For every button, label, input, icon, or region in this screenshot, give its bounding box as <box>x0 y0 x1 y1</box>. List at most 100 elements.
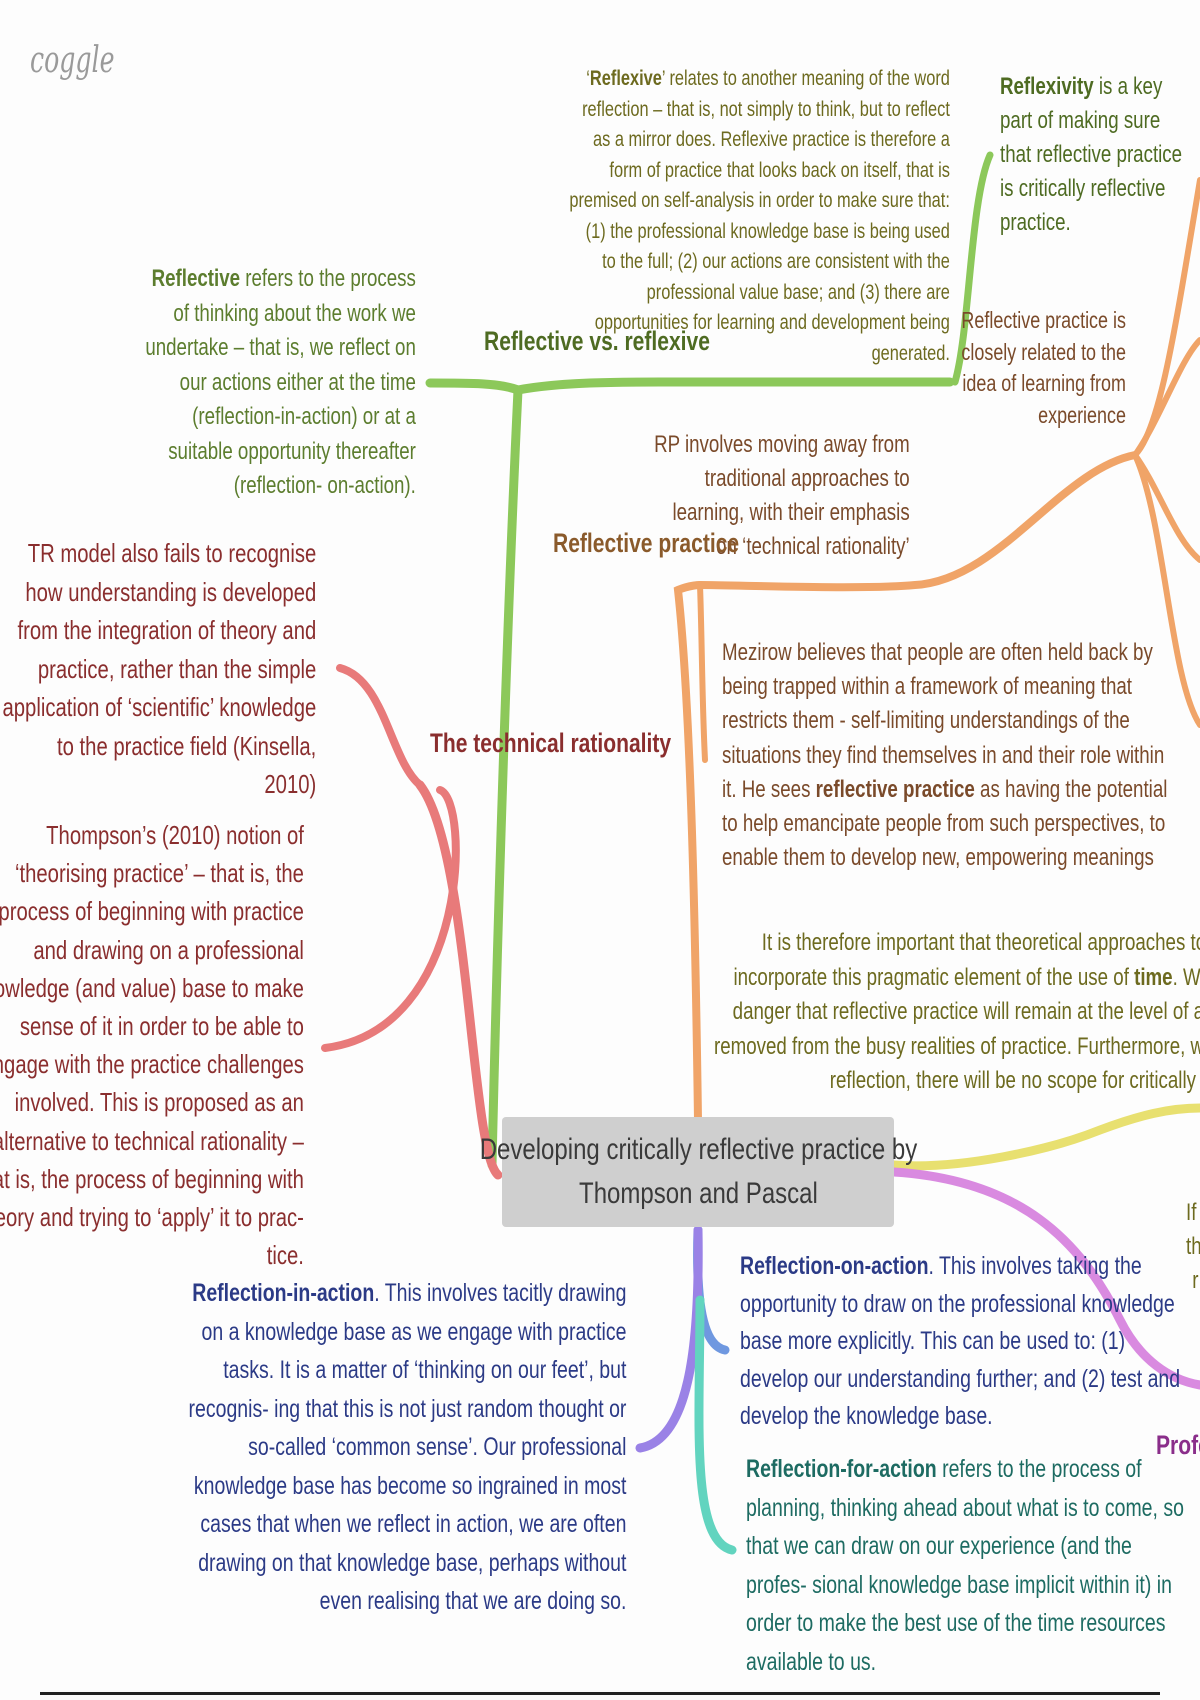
purple-branch <box>889 1167 1200 1390</box>
reflexivity-note[interactable]: Reflexivity is a key part of making sure… <box>1000 70 1182 240</box>
reflection-on-action-line: base more explicitly. This can be used t… <box>740 1327 1126 1355</box>
reflection-in-action-line: recognis- ing that this is not just rand… <box>188 1394 626 1423</box>
thompson-note-line: that is, the process of beginning with <box>0 1163 305 1194</box>
tr-note-line: application of ‘scientific’ knowledge <box>2 692 316 722</box>
reflective-note-line: of thinking about the work we <box>173 299 416 327</box>
orange-branch-mid <box>696 451 1139 592</box>
thompson-note-line: tice. <box>266 1240 304 1271</box>
red-branch-main <box>415 780 503 1180</box>
green-branch-main <box>487 385 523 1170</box>
experience-note-line: Reflective practice is <box>961 307 1126 333</box>
reflection-on-action-line: develop the knowledge base. <box>740 1402 993 1430</box>
reflection-in-action-line: knowledge base has become so ingrained i… <box>193 1471 626 1500</box>
reflexive-note-line: as a mirror does. Reflexive practice is … <box>593 128 950 151</box>
reflexivity-note-line: part of making sure <box>1000 107 1161 134</box>
reflection-on-action-note[interactable]: Reflection-on-action. This involves taki… <box>740 1248 1180 1436</box>
rp-note[interactable]: RP involves moving away from traditional… <box>654 428 910 564</box>
reflection-in-action-line: tasks. It is a matter of ‘thinking on ou… <box>222 1356 626 1384</box>
green-branch-up <box>951 151 994 386</box>
tr-note-line: practice, rather than the simple <box>37 653 316 684</box>
green-branch-right <box>513 377 955 395</box>
reflexive-note-line: to the full; (2) our actions are consist… <box>602 250 950 273</box>
reflection-for-action-line: profes- sional knowledge base implicit w… <box>746 1570 1172 1599</box>
professional-label[interactable]: Profe <box>1156 1430 1200 1460</box>
mezirow-note-line: to help emancipate people from such pers… <box>722 810 1166 838</box>
reflexivity-note-line: is critically reflective <box>1000 175 1166 202</box>
reflection-in-action-line: even realising that we are doing so. <box>319 1587 626 1615</box>
red-branch-up <box>336 664 424 789</box>
reflective-note-line: (reflection-in-action) or at a <box>192 403 416 430</box>
reflective-note-line: our actions either at the time <box>179 368 416 396</box>
mezirow-note[interactable]: Mezirow believes that people are often h… <box>722 636 1167 875</box>
tr-note-line: TR model also fails to recognise <box>27 538 317 568</box>
reflection-for-action-line: order to make the best use of the time r… <box>746 1609 1166 1637</box>
reflection-for-action-line: available to us. <box>746 1647 877 1676</box>
red-branch-down <box>321 786 460 1052</box>
thompson-note-line: theory and trying to ‘apply’ it to prac- <box>0 1202 304 1233</box>
mezirow-note-line: enable them to develop new, empowering m… <box>722 844 1154 872</box>
tr-note-line: how understanding is developed <box>25 576 316 607</box>
thompson-note-line: knowledge (and value) base to make <box>0 972 304 1003</box>
yellow-branch <box>889 1103 1200 1171</box>
reflection-for-action-line-1: Reflection-for-action refers to the proc… <box>746 1455 1142 1483</box>
reflexivity-note-line-1: Reflexivity is a key <box>1000 73 1163 100</box>
time-note-line: danger that reflective practice will rem… <box>732 998 1200 1025</box>
reflexive-note-line: professional value base; and (3) there a… <box>646 280 950 304</box>
thompson-note-line: and drawing on a professional <box>33 934 304 965</box>
rp-note-line: learning, with their emphasis <box>672 499 910 526</box>
experience-note-line: experience <box>1038 401 1126 428</box>
experience-note-line: idea of learning from <box>962 370 1126 396</box>
technical-rationality-label[interactable]: The technical rationality <box>430 728 672 758</box>
reflexive-note[interactable]: ‘Reflexive’ relates to another meaning o… <box>569 64 950 369</box>
mezirow-note-line: restricts them - self-limiting understan… <box>722 707 1130 735</box>
tr-note-line: to the practice field (Kinsella, <box>56 730 316 761</box>
reflexive-note-line: form of practice that looks back on itse… <box>609 158 950 182</box>
time-note[interactable]: It is therefore important that theoretic… <box>714 926 1200 1099</box>
reflection-in-action-line: so-called ‘common sense’. Our profession… <box>247 1433 626 1461</box>
orange-branch-main <box>673 581 704 1124</box>
time-note-line-2: incorporate this pragmatic element of th… <box>733 963 1200 991</box>
reflection-for-action-note[interactable]: Reflection-for-action refers to the proc… <box>746 1450 1184 1681</box>
reflective-note[interactable]: Reflective refers to the process of thin… <box>145 262 416 504</box>
violet-branch <box>635 1225 703 1453</box>
reflective-practice-label[interactable]: Reflective practice <box>553 528 740 558</box>
green-branch-left <box>425 378 523 395</box>
reflexive-note-line: premised on self-analysis in order to ma… <box>569 189 950 212</box>
central-topic-node[interactable]: Developing critically reflective practic… <box>479 1117 917 1227</box>
thompson-note-line: ‘theorising practice’ – that is, the <box>15 858 305 889</box>
tr-note[interactable]: TR model also fails to recognise how und… <box>2 534 316 804</box>
central-topic-line-2: Thompson and Pascal <box>578 1177 818 1210</box>
time-note-line: It is therefore important that theoretic… <box>761 929 1200 956</box>
reflexive-note-line: reflection – that is, not simply to thin… <box>582 97 950 121</box>
thompson-note-line: alternative to technical rationality – <box>0 1125 305 1156</box>
thompson-note[interactable]: Thompson’s (2010) notion of ‘theorising … <box>0 816 304 1274</box>
experience-note-line: closely related to the <box>961 338 1126 365</box>
reflexivity-note-line: that reflective practice <box>1000 141 1183 168</box>
thompson-note-line: sense of it in order to be able to <box>19 1011 304 1042</box>
reflection-in-action-line: cases that when we reflect in action, we… <box>200 1510 626 1538</box>
mezirow-note-line: being trapped within a framework of mean… <box>722 673 1132 701</box>
reflection-in-action-note[interactable]: Reflection-in-action. This involves taci… <box>188 1274 626 1621</box>
central-topic-line-1: Developing critically reflective practic… <box>479 1133 917 1166</box>
reflective-vs-reflexive-label[interactable]: Reflective vs. reflexive <box>484 326 710 356</box>
reflection-in-action-line: on a knowledge base as we engage with pr… <box>201 1317 626 1346</box>
time-note-line: reflection, there will be no scope for c… <box>829 1067 1200 1094</box>
rp-note-line: traditional approaches to <box>704 465 910 492</box>
reflective-note-line: undertake – that is, we reflect on <box>145 334 416 361</box>
reflexive-note-line-1: ‘Reflexive’ relates to another meaning o… <box>586 67 950 90</box>
page-bottom-rule <box>40 1692 1160 1695</box>
rp-note-line: RP involves moving away from <box>654 431 910 458</box>
reflective-note-line-1: Reflective refers to the process <box>151 265 416 292</box>
reflection-for-action-line: that we can draw on our experience (and … <box>746 1532 1132 1560</box>
coggle-logo: coggle <box>30 40 115 81</box>
tr-note-line: 2010) <box>264 769 316 799</box>
reflection-in-action-line-1: Reflection-in-action. This involves taci… <box>191 1279 626 1307</box>
central-topic-text: Developing critically reflective practic… <box>425 1128 972 1216</box>
experience-note[interactable]: Reflective practice is closely related t… <box>961 305 1126 431</box>
orange-branch-lower <box>1132 452 1200 563</box>
clipped-fragment: If thi r <box>1186 1199 1200 1294</box>
reflexive-note-line: (1) the professional knowledge base is b… <box>585 219 950 243</box>
thompson-note-line: engage with the practice challenges <box>0 1049 304 1080</box>
